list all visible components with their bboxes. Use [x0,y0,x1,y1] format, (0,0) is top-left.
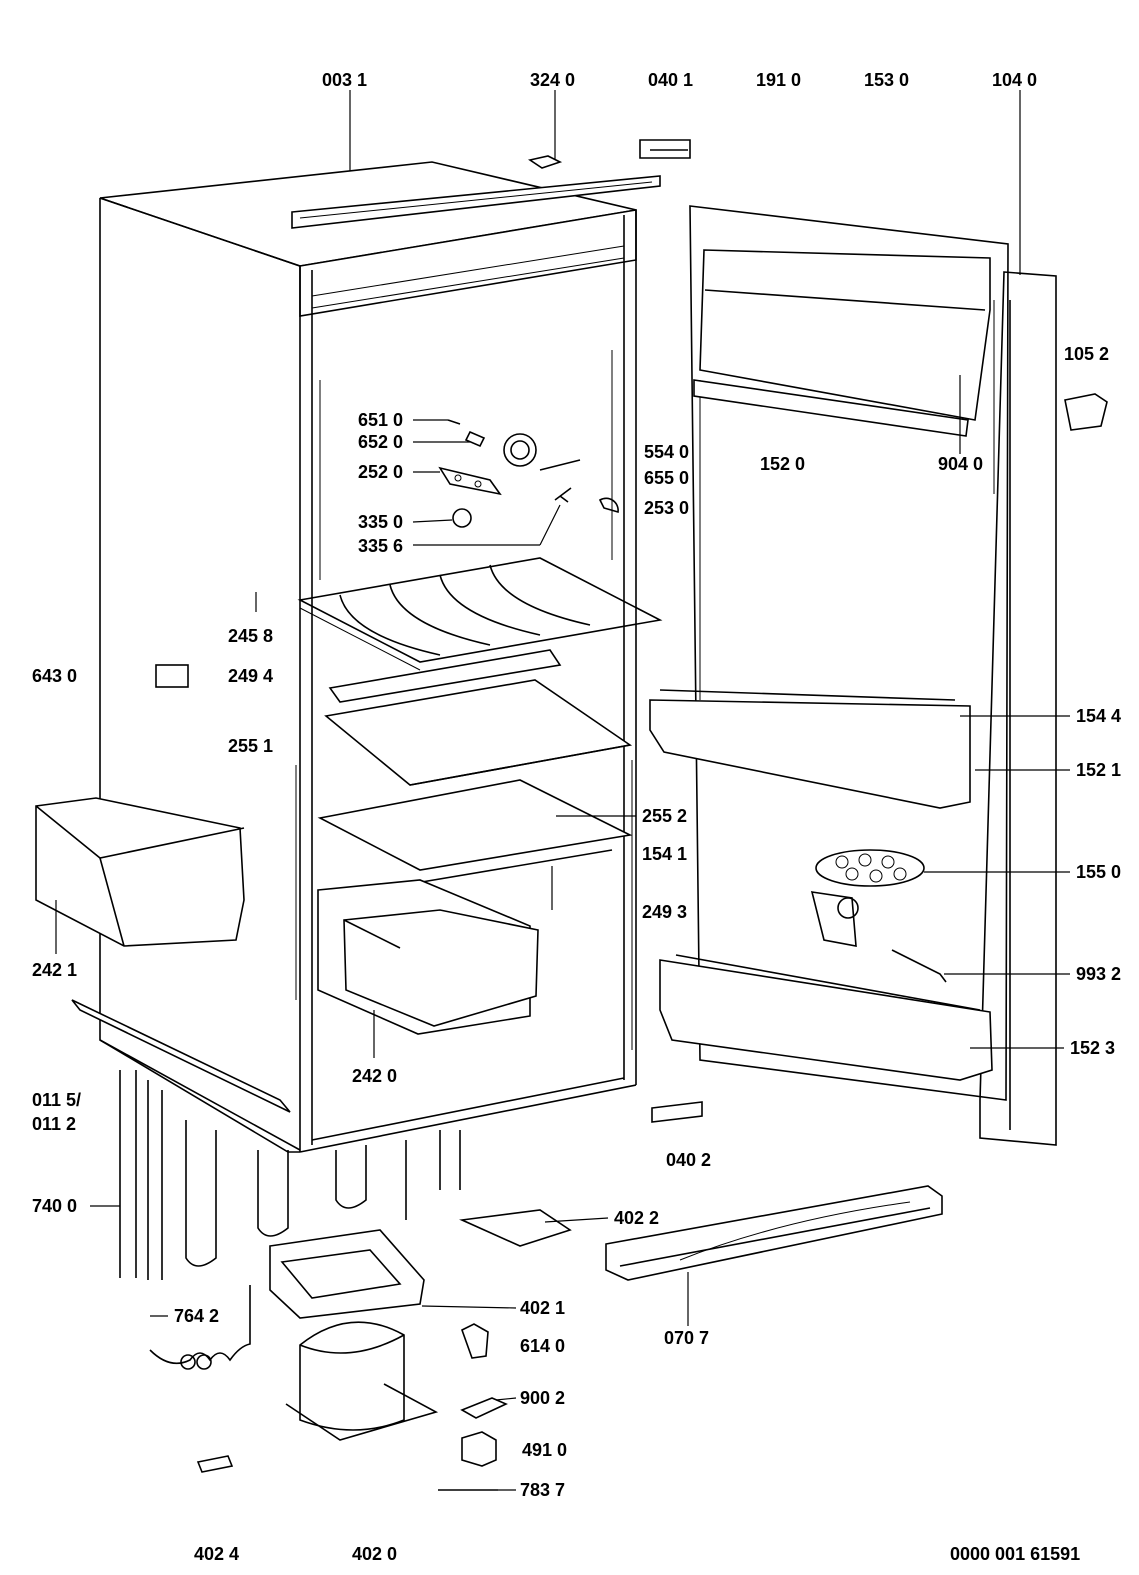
label-011-2: 011 2 [32,1114,76,1134]
label-993-2: 993 2 [1076,964,1121,984]
label-652-0: 652 0 [358,432,403,452]
part-labels: 105 2 651 0 652 0 252 0 335 0 335 6 554 … [32,344,1121,1564]
label-255-1: 255 1 [228,736,273,756]
label-105-2: 105 2 [1064,344,1109,364]
label-655-0: 655 0 [644,468,689,488]
thermostat-group [438,419,619,528]
document-number: 0000 001 61591 [950,1544,1080,1564]
compressor [149,1209,572,1491]
label-040-2: 040 2 [666,1150,711,1170]
label-554-0: 554 0 [644,442,689,462]
label-011-5: 011 5/ [32,1090,81,1110]
label-191-0: 191 0 [756,70,801,90]
label-491-0: 491 0 [522,1440,567,1460]
label-152-3: 152 3 [1070,1038,1115,1058]
label-154-1: 154 1 [642,844,687,864]
label-249-4: 249 4 [228,666,273,686]
label-153-0: 153 0 [864,70,909,90]
label-651-0: 651 0 [358,410,403,430]
condenser [119,1070,461,1280]
crisper-drawers [35,797,539,1035]
label-152-1: 152 1 [1076,760,1121,780]
rail-part [605,1185,943,1281]
label-764-2: 764 2 [174,1306,219,1326]
label-040-1: 040 1 [648,70,693,90]
label-252-0: 252 0 [358,462,403,482]
label-249-3: 249 3 [642,902,687,922]
label-070-7: 070 7 [664,1328,709,1348]
label-614-0: 614 0 [520,1336,565,1356]
label-242-1: 242 1 [32,960,77,980]
label-255-2: 255 2 [642,806,687,826]
door-assembly [649,205,1108,1146]
label-335-0: 335 0 [358,512,403,532]
cabinet-body [71,139,691,1153]
part-643-0 [155,664,189,688]
label-245-8: 245 8 [228,626,273,646]
label-402-2: 402 2 [614,1208,659,1228]
wire-shelf [297,557,663,671]
label-783-7: 783 7 [520,1480,565,1500]
label-402-0: 402 0 [352,1544,397,1564]
label-003-1: 003 1 [322,70,367,90]
label-335-6: 335 6 [358,536,403,556]
label-402-4: 402 4 [194,1544,239,1564]
label-643-0: 643 0 [32,666,77,686]
label-242-0: 242 0 [352,1066,397,1086]
label-154-4: 154 4 [1076,706,1121,726]
top-labels: 003 1 324 0 040 1 191 0 153 0 104 0 [322,70,1037,90]
label-155-0: 155 0 [1076,862,1121,882]
label-104-0: 104 0 [992,70,1037,90]
label-152-0: 152 0 [760,454,805,474]
label-324-0: 324 0 [530,70,575,90]
glass-shelves [317,649,633,886]
label-904-0: 904 0 [938,454,983,474]
label-253-0: 253 0 [644,498,689,518]
label-leader-lines [55,375,1070,1491]
label-402-1: 402 1 [520,1298,565,1318]
label-740-0: 740 0 [32,1196,77,1216]
label-900-2: 900 2 [520,1388,565,1408]
